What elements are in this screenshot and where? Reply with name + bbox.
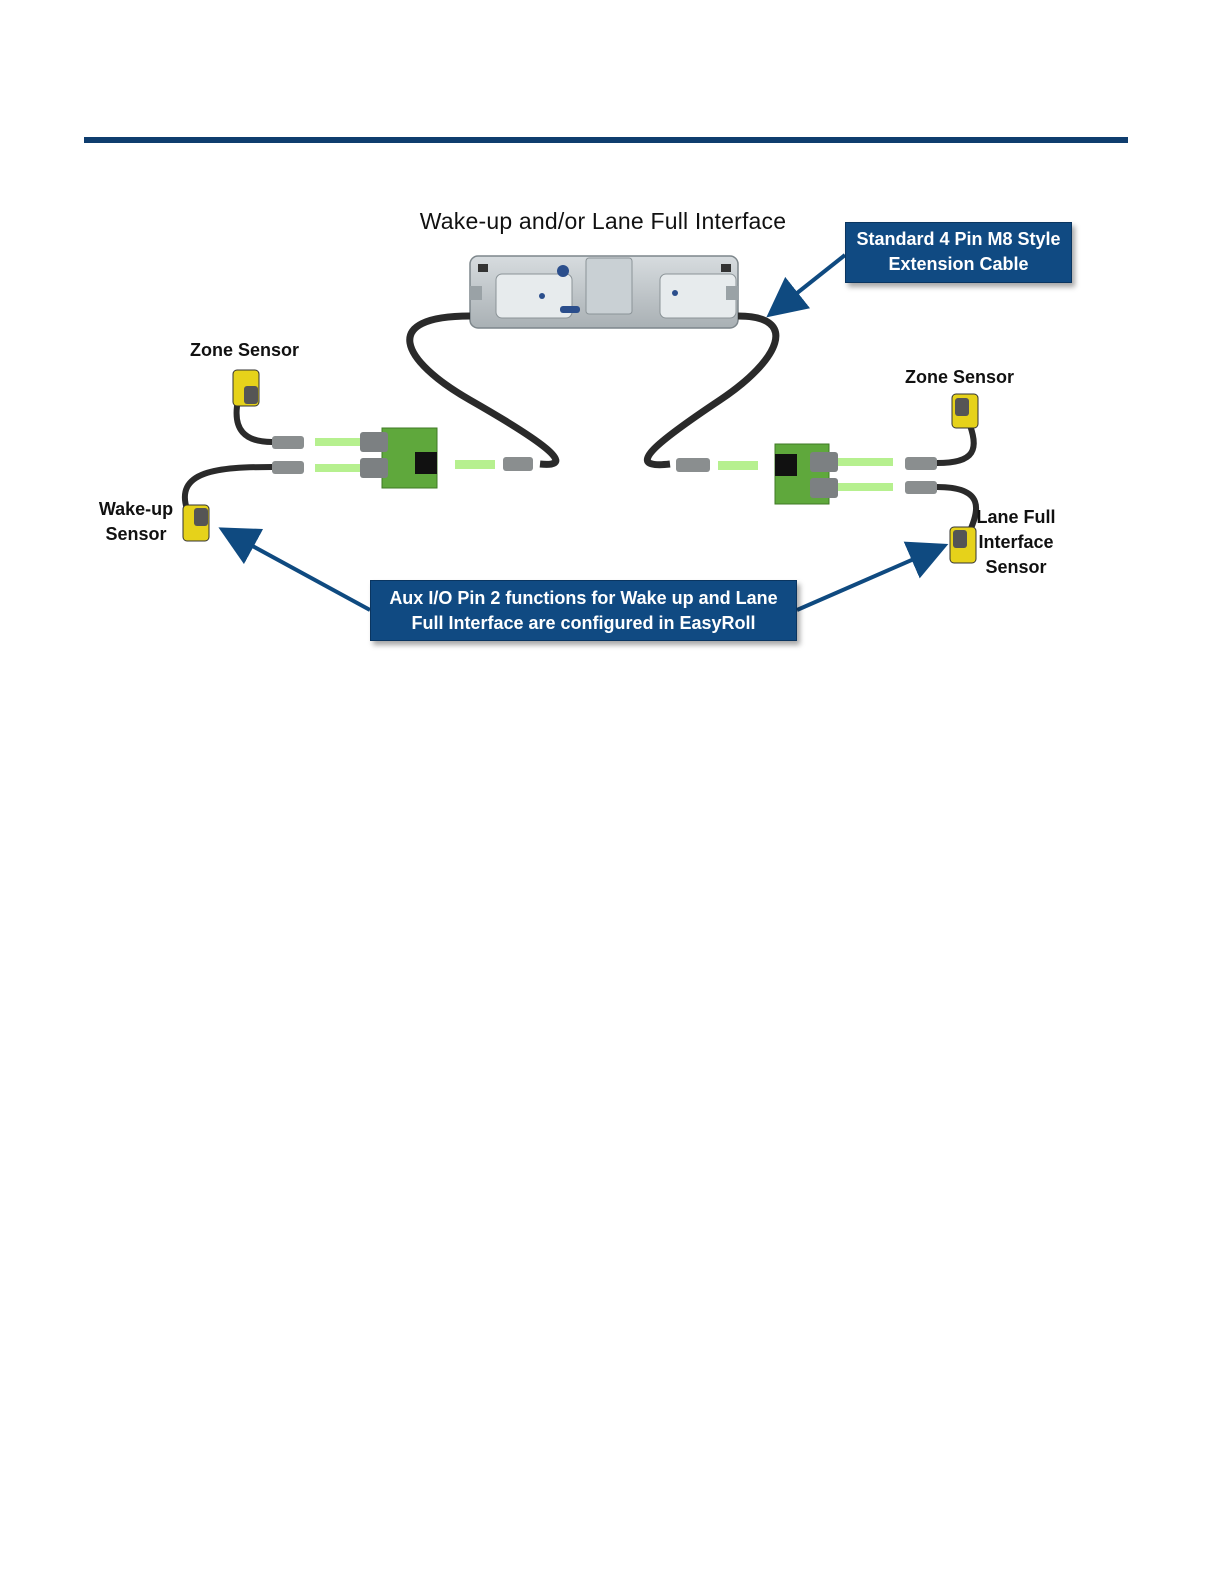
splitter-left: [272, 428, 533, 488]
zone-sensor-right-label: Zone Sensor: [905, 365, 1014, 390]
arrow-to-lane-full-sensor: [797, 552, 930, 610]
zone-sensor-left: [233, 370, 259, 406]
arrow-to-wake-up-sensor: [236, 537, 370, 610]
zone-sensor-right: [952, 394, 978, 428]
splitter-right: [676, 444, 937, 504]
zone-sensor-left-label: Zone Sensor: [190, 338, 299, 363]
wake-up-sensor: [183, 505, 209, 541]
controller-module: [470, 256, 738, 328]
extension-cable-right: [647, 316, 775, 465]
wake-up-sensor-label: Wake-up Sensor: [96, 497, 176, 547]
lane-full-sensor-label: Lane Full Interface Sensor: [970, 505, 1062, 580]
extension-cable-callout: Standard 4 Pin M8 Style Extension Cable: [845, 222, 1072, 283]
arrow-to-extension-cable: [782, 255, 845, 305]
aux-io-callout: Aux I/O Pin 2 functions for Wake up and …: [370, 580, 797, 641]
